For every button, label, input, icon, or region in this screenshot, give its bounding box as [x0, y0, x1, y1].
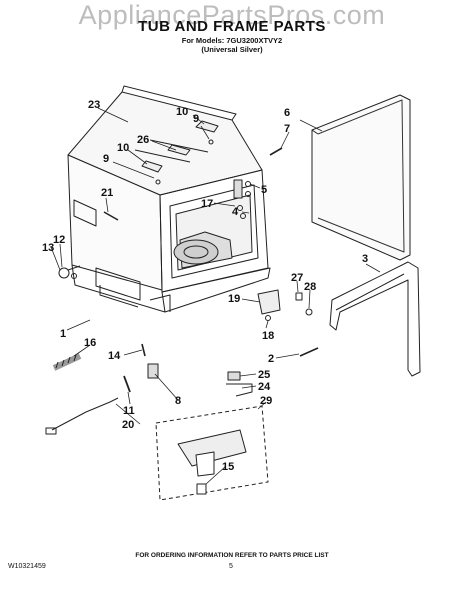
callout-9b: 9: [103, 153, 109, 165]
callout-21: 21: [101, 187, 113, 199]
callout-26: 26: [137, 134, 149, 146]
callout-3: 3: [362, 253, 368, 265]
part-8: [147, 363, 159, 379]
screw-21: [103, 211, 119, 221]
tub-assembly: [67, 85, 271, 313]
spring-16: [52, 353, 82, 371]
callout-20: 20: [122, 419, 134, 431]
callout-10b: 10: [117, 142, 129, 154]
tub-seal-3: [329, 261, 421, 377]
page-number: 5: [229, 563, 233, 570]
callout-2: 2: [268, 353, 274, 365]
door-gasket-6: [311, 94, 411, 261]
page-title: TUB AND FRAME PARTS: [138, 18, 326, 35]
document-number: W10321459: [8, 563, 46, 570]
callout-28: 28: [304, 281, 316, 293]
callout-17: 17: [201, 198, 213, 210]
callout-10a: 10: [176, 106, 188, 118]
callout-9a: 9: [193, 113, 199, 125]
callout-27: 27: [291, 272, 303, 284]
callout-29: 29: [260, 395, 272, 407]
cable-20: [45, 397, 119, 435]
callout-6: 6: [284, 107, 290, 119]
clips-5-17-4: [233, 179, 251, 219]
detail-box-29: [155, 405, 269, 501]
callout-7: 7: [284, 123, 290, 135]
callout-4: 4: [232, 206, 239, 218]
callout-25: 25: [258, 369, 270, 381]
screw-2: [299, 347, 319, 357]
screw-11: [123, 375, 131, 393]
ordering-note: FOR ORDERING INFORMATION REFER TO PARTS …: [135, 552, 329, 559]
callout-23: 23: [88, 99, 100, 111]
callout-24: 24: [258, 381, 271, 393]
callout-1: 1: [60, 328, 66, 340]
callout-13: 13: [42, 242, 54, 254]
leveling-leg-13-12: [58, 265, 81, 279]
callout-12: 12: [53, 234, 65, 246]
callout-18: 18: [262, 330, 274, 342]
screw-14: [141, 343, 146, 357]
models-line: For Models: 7GU3200XTVY2: [181, 36, 283, 45]
bracket-25-24: [226, 371, 253, 397]
part-27: [295, 292, 303, 301]
callout-8: 8: [175, 395, 181, 407]
callout-14: 14: [108, 350, 121, 362]
callout-15: 15: [222, 461, 234, 473]
callout-11: 11: [123, 405, 135, 417]
part-28: [305, 308, 313, 316]
callout-19: 19: [228, 293, 240, 305]
callout-labels: 23 9 10 6 7 26 10 9 5 21 17 4 13 12 3 27…: [42, 99, 368, 473]
callout-5: 5: [261, 184, 267, 196]
variant-line: (Universal Silver): [201, 45, 263, 54]
callout-16: 16: [84, 337, 96, 349]
watermark: AppliancePartsPros.com: [78, 0, 386, 30]
bracket-19-18: [257, 289, 281, 321]
